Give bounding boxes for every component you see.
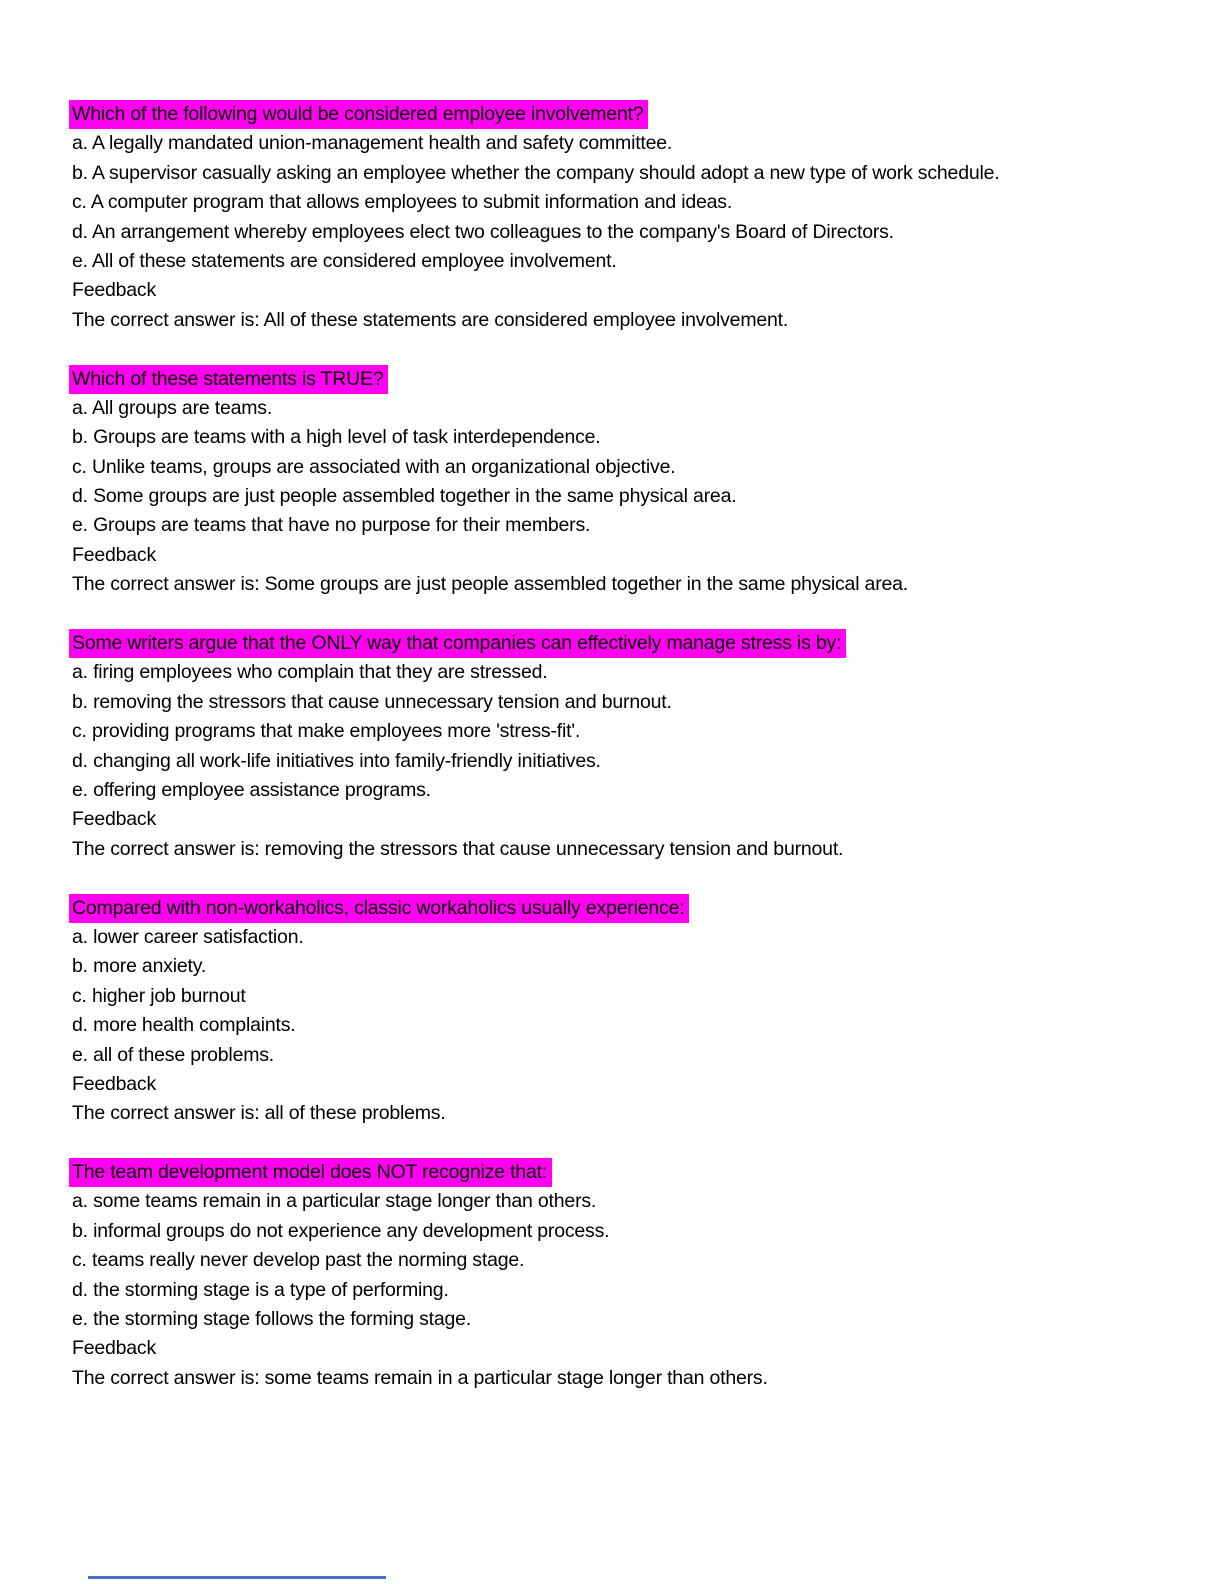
option-d: d. more health complaints. <box>72 1014 296 1037</box>
option-e: e. Groups are teams that have no purpose… <box>72 514 591 537</box>
question-block-3: Some writers argue that the ONLY way tha… <box>69 629 1152 864</box>
question-highlight: Which of the following would be consider… <box>69 100 649 129</box>
option-c: c. providing programs that make employee… <box>72 720 581 743</box>
bottom-blue-rule <box>88 1576 386 1579</box>
question-block-2: Which of these statements is TRUE? a. Al… <box>69 364 1152 600</box>
option-e: e. All of these statements are considere… <box>72 249 617 272</box>
correct-answer: The correct answer is: all of these prob… <box>72 1102 446 1125</box>
question-highlight: Some writers argue that the ONLY way tha… <box>69 629 847 659</box>
option-b: b. removing the stressors that cause unn… <box>72 690 672 713</box>
document-page: Which of the following would be consider… <box>69 100 1152 1423</box>
option-b: b. more anxiety. <box>72 955 207 978</box>
question-line: Which of these statements is TRUE? <box>69 364 1152 394</box>
question-highlight: Compared with non-workaholics, classic w… <box>69 893 690 923</box>
option-c: c. A computer program that allows employ… <box>72 191 733 214</box>
option-e: e. all of these problems. <box>72 1043 275 1066</box>
option-d: d. An arrangement whereby employees elec… <box>72 220 894 243</box>
question-line: The team development model does NOT reco… <box>69 1158 1152 1188</box>
correct-answer: The correct answer is: Some groups are j… <box>72 573 908 596</box>
option-c: c. teams really never develop past the n… <box>72 1249 525 1272</box>
feedback-label: Feedback <box>72 808 157 831</box>
question-line: Compared with non-workaholics, classic w… <box>69 893 1152 923</box>
option-c: c. higher job burnout <box>72 984 246 1007</box>
option-b: b. Groups are teams with a high level of… <box>72 426 601 449</box>
option-a: a. some teams remain in a particular sta… <box>72 1190 597 1213</box>
question-highlight: The team development model does NOT reco… <box>69 1158 553 1188</box>
question-block-5: The team development model does NOT reco… <box>69 1158 1152 1393</box>
question-line: Some writers argue that the ONLY way tha… <box>69 629 1152 659</box>
correct-answer: The correct answer is: removing the stre… <box>72 837 844 860</box>
question-block-4: Compared with non-workaholics, classic w… <box>69 893 1152 1129</box>
option-d: d. the storming stage is a type of perfo… <box>72 1278 449 1301</box>
option-a: a. A legally mandated union-management h… <box>72 132 673 155</box>
option-c: c. Unlike teams, groups are associated w… <box>72 455 676 478</box>
question-block-1: Which of the following would be consider… <box>69 100 1152 335</box>
option-a: a. firing employees who complain that th… <box>72 661 548 684</box>
question-line: Which of the following would be consider… <box>69 100 1152 129</box>
feedback-label: Feedback <box>72 1072 157 1095</box>
correct-answer: The correct answer is: some teams remain… <box>72 1366 768 1389</box>
option-e: e. the storming stage follows the formin… <box>72 1308 472 1331</box>
question-highlight: Which of these statements is TRUE? <box>69 364 389 394</box>
option-a: a. All groups are teams. <box>72 396 273 419</box>
feedback-label: Feedback <box>72 543 157 566</box>
option-b: b. A supervisor casually asking an emplo… <box>72 161 1000 184</box>
feedback-label: Feedback <box>72 279 157 302</box>
option-e: e. offering employee assistance programs… <box>72 778 431 801</box>
option-a: a. lower career satisfaction. <box>72 925 304 948</box>
correct-answer: The correct answer is: All of these stat… <box>72 308 789 331</box>
option-b: b. informal groups do not experience any… <box>72 1219 610 1242</box>
option-d: d. Some groups are just people assembled… <box>72 485 737 508</box>
option-d: d. changing all work-life initiatives in… <box>72 749 601 772</box>
feedback-label: Feedback <box>72 1337 157 1360</box>
